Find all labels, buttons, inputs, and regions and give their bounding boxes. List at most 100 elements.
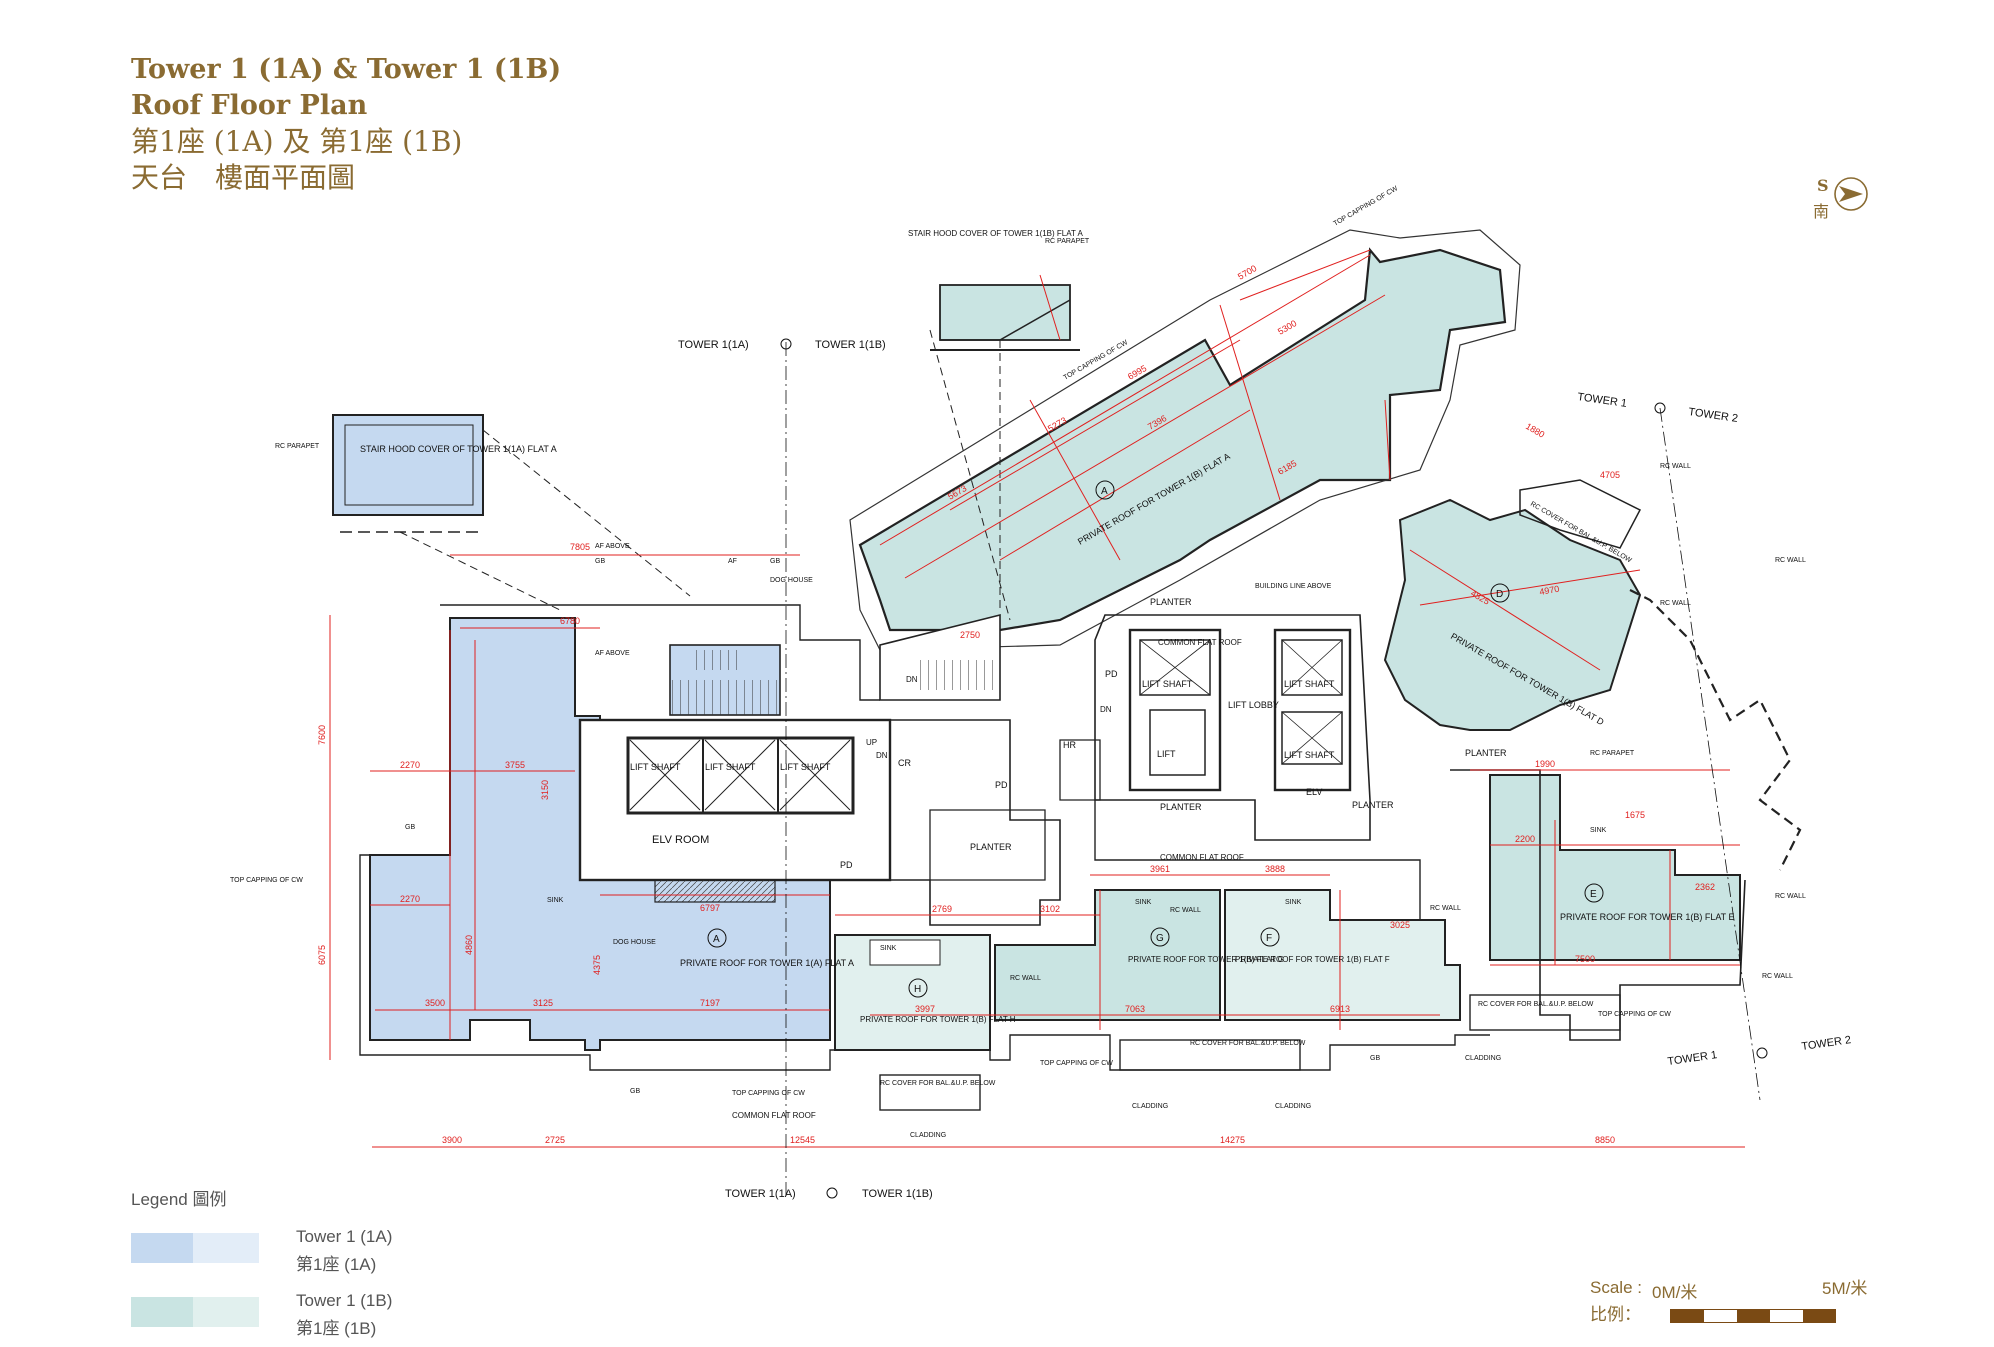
title-line-2: Roof Floor Plan <box>131 90 368 121</box>
rc-parapet-label-1: RC PARAPET <box>1590 750 1635 757</box>
planter-label-4: PLANTER <box>1150 597 1192 607</box>
plan-title-block: Tower 1 (1A) & Tower 1 (1B) Roof Floor P… <box>131 52 561 196</box>
lift-lobby-label: LIFT LOBBY <box>1228 700 1279 710</box>
dim-3125: 3125 <box>533 998 553 1008</box>
sink-label-4: SINK <box>1285 899 1302 906</box>
roof-label-1a-flat-a: PRIVATE ROOF FOR TOWER 1(A) FLAT A <box>680 958 854 968</box>
dim-5300: 5300 <box>1276 318 1298 337</box>
top-capping-label-5: TOP CAPPING OF CW <box>1333 185 1400 228</box>
roof-label-1b-flat-g: PRIVATE ROOF FOR TOWER 1(B) FLAT G <box>1128 955 1284 964</box>
dim-3755: 3755 <box>505 760 525 770</box>
dim-overall-4: 14275 <box>1220 1135 1245 1145</box>
title-line-3: 第1座 (1A) 及 第1座 (1B) <box>131 125 463 158</box>
section-d-right: TOWER 2 <box>1801 1034 1852 1053</box>
top-capping-label-3: TOP CAPPING OF CW <box>1040 1060 1113 1067</box>
dim-6780: 6780 <box>560 616 580 626</box>
section-d-left: TOWER 1 <box>1667 1049 1718 1068</box>
rc-wall-label-1: RC WALL <box>1660 463 1691 470</box>
dim-7500: 7500 <box>1575 954 1595 964</box>
rc-cover-label-3: RC COVER FOR BAL.&U.P. BELOW <box>1478 1001 1594 1008</box>
dim-7197: 7197 <box>700 998 720 1008</box>
dim-4375: 4375 <box>592 955 602 975</box>
lift-shaft-label-4: LIFT SHAFT <box>1142 679 1193 689</box>
rc-wall-label-4: RC WALL <box>1775 893 1806 900</box>
stair-hood-1b-label: STAIR HOOD COVER OF TOWER 1(1B) FLAT A <box>908 229 1084 238</box>
compass-zh: 南 <box>1813 204 1830 221</box>
flat-d-letter: D <box>1496 589 1503 600</box>
dim-6797: 6797 <box>700 903 720 913</box>
dim-3500: 3500 <box>425 998 445 1008</box>
planter-label-5: PLANTER <box>1465 748 1507 758</box>
pd-label-3: PD <box>1105 669 1118 679</box>
dim-5700: 5700 <box>1236 263 1258 282</box>
roof-label-1b-flat-h: PRIVATE ROOF FOR TOWER 1(B) FLAT H <box>860 1015 1016 1024</box>
dim-6075: 6075 <box>317 945 327 965</box>
dim-overall-2: 2725 <box>545 1135 565 1145</box>
top-capping-label-4: TOP CAPPING OF CW <box>1598 1011 1671 1018</box>
top-capping-label-1: TOP CAPPING OF CW <box>230 877 303 884</box>
af-label: AF <box>728 558 737 565</box>
stair-hood-1a-detail <box>332 414 484 516</box>
dim-2769: 2769 <box>932 904 952 914</box>
af-above-label-2: AF ABOVE <box>595 650 630 657</box>
dn-label-1: DN <box>876 751 888 760</box>
section-a-left: TOWER 1(1A) <box>678 339 749 351</box>
section-c-left: TOWER 1 <box>1577 391 1628 410</box>
dim-2750: 2750 <box>960 630 980 640</box>
legend-swatch-1b <box>131 1297 259 1327</box>
cladding-label-2: CLADDING <box>1275 1103 1311 1110</box>
hr-label: HR <box>1063 740 1076 750</box>
sink-label-1: SINK <box>547 897 564 904</box>
flat-g-letter: G <box>1156 933 1164 944</box>
elv-label: ELV <box>1306 787 1322 797</box>
dim-overall-3: 12545 <box>790 1135 815 1145</box>
title-line-1: Tower 1 (1A) & Tower 1 (1B) <box>131 54 562 85</box>
rc-wall-label-7: RC WALL <box>1010 975 1041 982</box>
section-a-right: TOWER 1(1B) <box>815 339 886 351</box>
legend-item-tower-1a: Tower 1 (1A) 第1座 (1A) <box>131 1223 531 1283</box>
dim-3997: 3997 <box>915 1004 935 1014</box>
tower-1b-roof-e <box>1489 774 1741 961</box>
dim-7063: 7063 <box>1125 1004 1145 1014</box>
scale-bar: Scale : 0M/米 5M/米 比例： <box>1590 1278 1910 1338</box>
dim-1880: 1880 <box>1524 421 1546 440</box>
tower-1b-roof-g <box>994 889 1221 1021</box>
dim-2362: 2362 <box>1695 882 1715 892</box>
dim-3102: 3102 <box>1040 904 1060 914</box>
top-capping-label-2: TOP CAPPING OF CW <box>732 1090 805 1097</box>
legend-swatch-1a <box>131 1233 259 1263</box>
pd-label-1: PD <box>995 780 1008 790</box>
dim-2200: 2200 <box>1515 834 1535 844</box>
roof-label-1b-flat-e: PRIVATE ROOF FOR TOWER 1(B) FLAT E <box>1560 912 1735 922</box>
legend-title: Legend 圖例 <box>131 1190 227 1209</box>
compass-arrow-icon <box>1834 177 1868 211</box>
cladding-label-3: CLADDING <box>1465 1055 1501 1062</box>
dimension-lines <box>329 249 1745 1148</box>
north-compass: S 南 <box>1805 176 1875 236</box>
top-capping-label-6: TOP CAPPING OF CW <box>1063 339 1130 382</box>
dim-3888: 3888 <box>1265 864 1285 874</box>
dim-overall-1: 3900 <box>442 1135 462 1145</box>
planter-label-2: PLANTER <box>1160 802 1202 812</box>
flat-h-letter: H <box>914 984 921 995</box>
lift-label: LIFT <box>1157 749 1176 759</box>
sink-label-5: SINK <box>1590 827 1607 834</box>
gb-label-4: GB <box>1370 1055 1380 1062</box>
legend-label-1a-en: Tower 1 (1A) <box>296 1227 393 1246</box>
dn-label-2: DN <box>906 675 918 684</box>
dim-3150: 3150 <box>540 780 550 800</box>
compass-letter: S <box>1817 176 1829 195</box>
legend-item-tower-1b: Tower 1 (1B) 第1座 (1B) <box>131 1287 531 1347</box>
legend-label-1b-en: Tower 1 (1B) <box>296 1291 393 1310</box>
tower-1b-roof-f <box>1224 889 1461 1021</box>
section-b-left: TOWER 1(1A) <box>725 1188 796 1200</box>
lift-shaft-label-2: LIFT SHAFT <box>705 762 756 772</box>
lift-shaft-label-1: LIFT SHAFT <box>630 762 681 772</box>
dim-7805: 7805 <box>570 542 590 552</box>
gb-label-3: GB <box>630 1088 640 1095</box>
common-flat-roof-label-bottom: COMMON FLAT ROOF <box>732 1111 816 1120</box>
up-label: UP <box>866 738 877 747</box>
cladding-label-4: CLADDING <box>910 1132 946 1139</box>
building-line-label: BUILDING LINE ABOVE <box>1255 583 1332 590</box>
